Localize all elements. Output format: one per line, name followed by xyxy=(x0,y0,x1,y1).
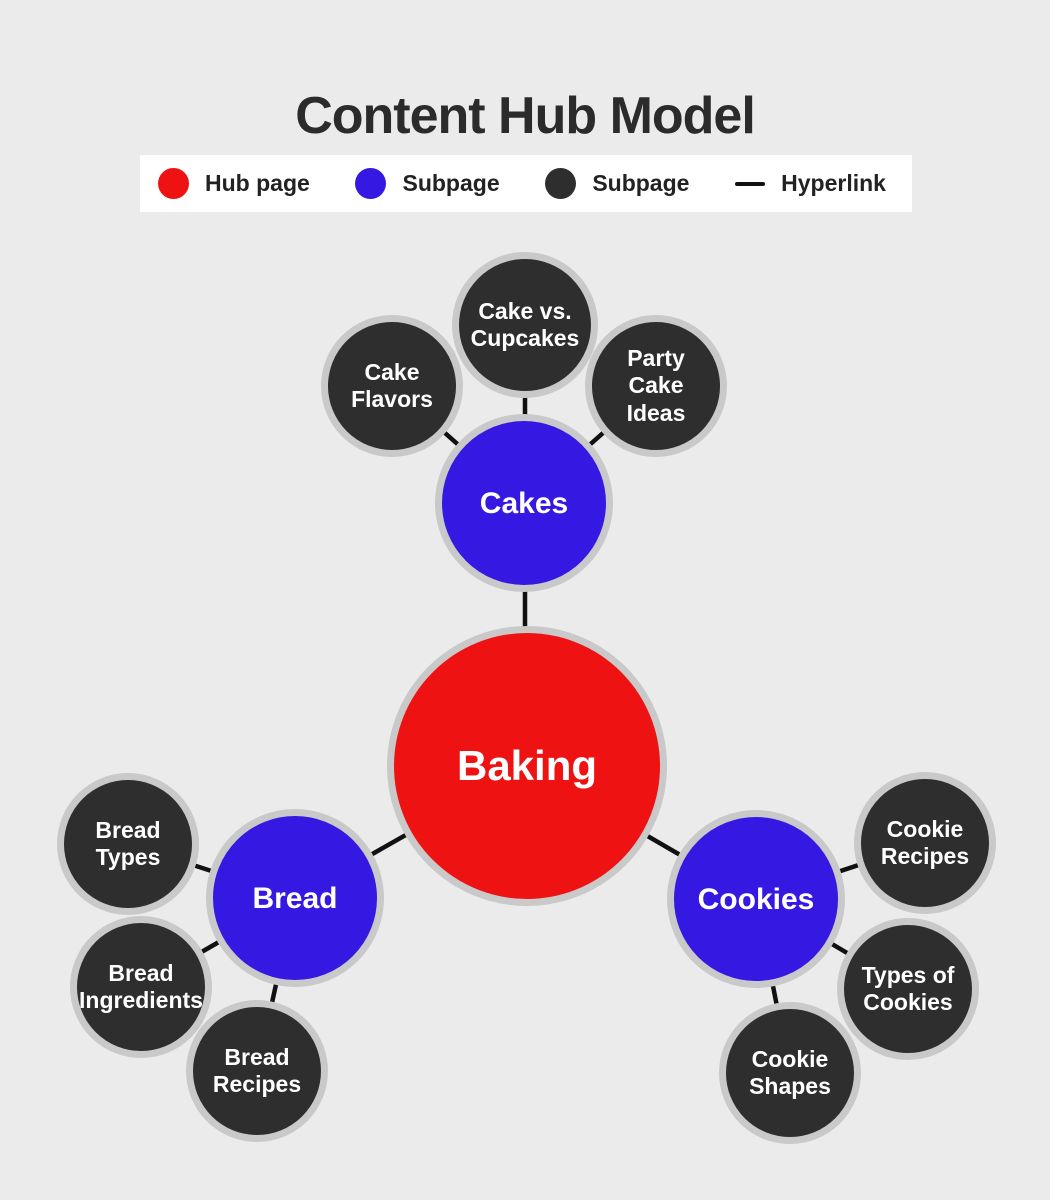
legend-label-hyperlink: Hyperlink xyxy=(781,170,886,196)
page-title: Content Hub Model xyxy=(295,86,756,145)
node-bread-recipes-label: Bread Recipes xyxy=(212,1043,302,1097)
node-cake-vs-cupcakes-label: Cake vs. Cupcakes xyxy=(470,297,580,351)
legend-label-subpage-blue: Subpage xyxy=(402,170,500,196)
node-cake-flavors: Cake Flavors xyxy=(321,315,463,457)
node-baking: Baking xyxy=(387,626,667,906)
node-party-cake-ideas-label: Party Cake Ideas xyxy=(626,345,686,426)
node-cookies: Cookies xyxy=(667,810,845,988)
node-bread-ingredients-label: Bread Ingredients xyxy=(79,959,203,1013)
hub-page-circle-icon xyxy=(158,168,189,199)
legend-item-subpage-blue: Subpage xyxy=(355,168,500,199)
node-bread-recipes: Bread Recipes xyxy=(186,1000,328,1142)
node-party-cake-ideas: Party Cake Ideas xyxy=(585,315,727,457)
node-cookies-label: Cookies xyxy=(697,882,815,916)
node-bread-types-label: Bread Types xyxy=(95,816,161,870)
node-baking-label: Baking xyxy=(456,741,598,789)
hyperlink-line-icon xyxy=(735,181,766,186)
node-bread-types: Bread Types xyxy=(57,773,199,915)
node-types-of-cookies-label: Types of Cookies xyxy=(861,961,955,1015)
node-types-of-cookies: Types of Cookies xyxy=(837,918,979,1060)
legend-item-subpage-dark: Subpage xyxy=(545,168,689,199)
node-cookie-shapes-label: Cookie Shapes xyxy=(749,1045,831,1099)
node-bread-ingredients: Bread Ingredients xyxy=(70,916,212,1058)
subpage-dark-circle-icon xyxy=(545,168,577,199)
legend-label-hub-page: Hub page xyxy=(205,170,310,196)
subpage-blue-circle-icon xyxy=(355,168,387,199)
legend-item-hub-page: Hub page xyxy=(158,168,310,199)
legend-bar: Hub page Subpage Subpage Hyperlink xyxy=(140,155,912,212)
node-bread: Bread xyxy=(206,809,384,987)
node-cookie-recipes: Cookie Recipes xyxy=(854,772,996,914)
node-cake-vs-cupcakes: Cake vs. Cupcakes xyxy=(452,252,598,398)
node-cookie-shapes: Cookie Shapes xyxy=(719,1002,861,1144)
node-cake-flavors-label: Cake Flavors xyxy=(351,358,433,412)
legend-label-subpage-dark: Subpage xyxy=(592,170,690,196)
node-cakes-label: Cakes xyxy=(479,486,569,520)
legend-item-hyperlink: Hyperlink xyxy=(735,170,886,197)
node-bread-label: Bread xyxy=(252,881,338,915)
node-cookie-recipes-label: Cookie Recipes xyxy=(880,815,970,869)
node-cakes: Cakes xyxy=(435,414,613,592)
